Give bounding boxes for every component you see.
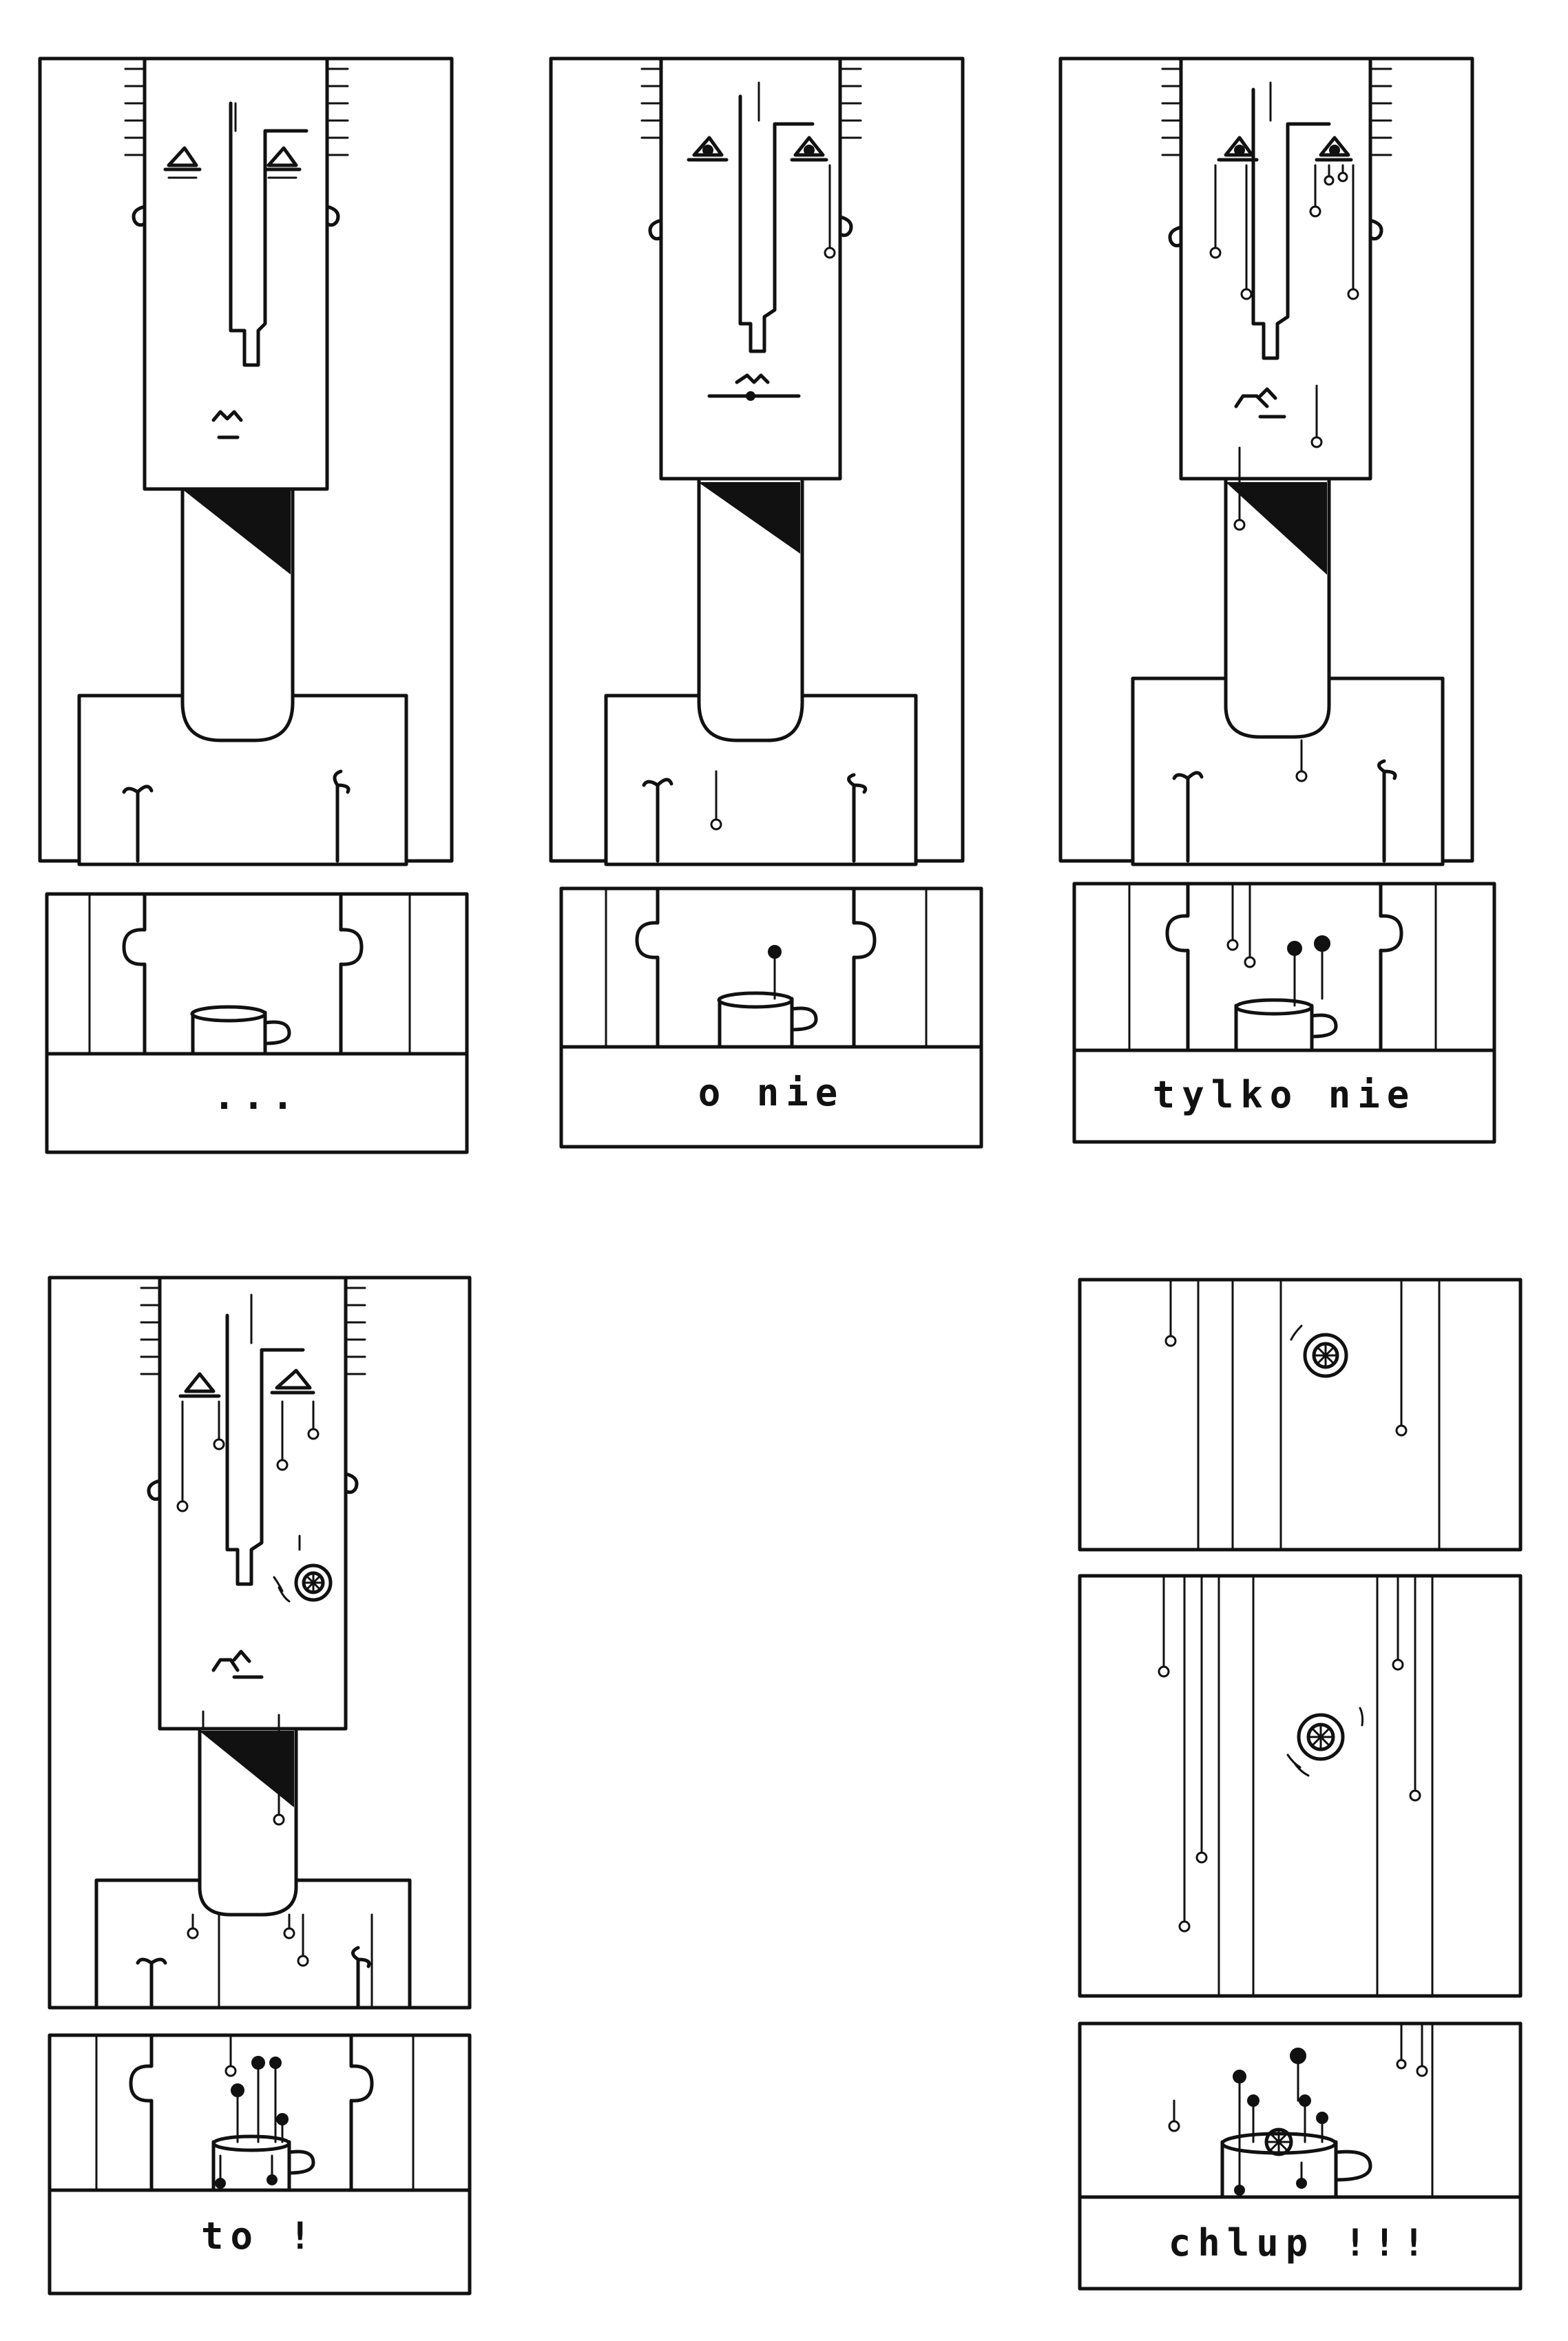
- caption-panel-2: o nie: [698, 1071, 845, 1114]
- panel-4: [48, 1276, 472, 2296]
- caption-panel-1: ...: [213, 1074, 301, 1118]
- panel-3: [1058, 56, 1496, 1144]
- caption-panel-5: chlup !!!: [1168, 2221, 1432, 2265]
- caption-panel-4: to !: [200, 2214, 319, 2258]
- panel-1: [38, 56, 469, 1154]
- panel-2: [549, 56, 983, 1149]
- caption-panel-3: tylko nie: [1152, 1073, 1417, 1116]
- panel-5: [1078, 1278, 1523, 2291]
